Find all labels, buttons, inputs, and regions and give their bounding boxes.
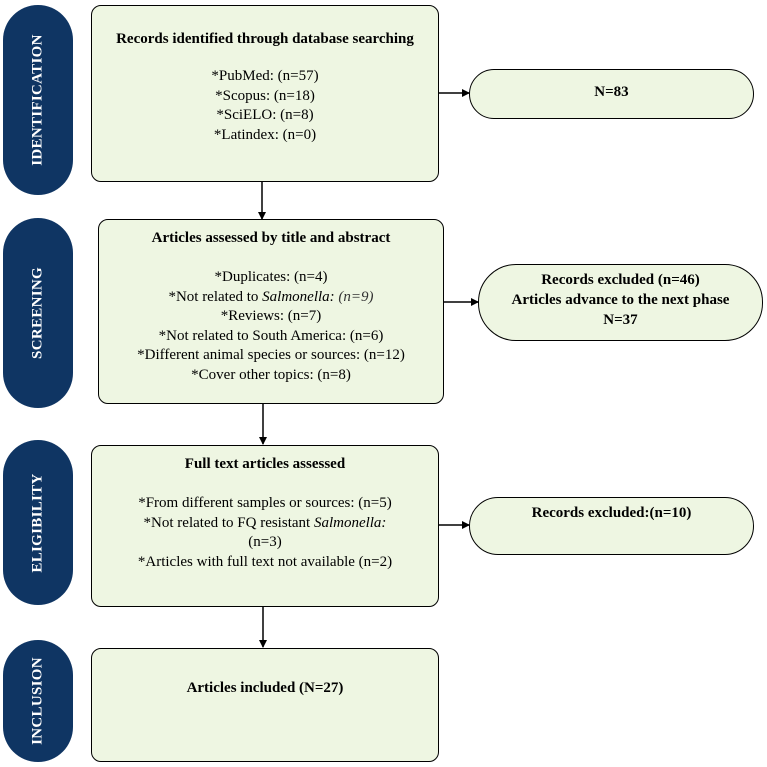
source-latindex: *Latindex: (n=0) (213, 126, 317, 143)
exclusion-not-fq-prefix: *Not related to FQ resistant (143, 514, 314, 531)
source-scopus: *Scopus: (n=18) (215, 87, 315, 104)
identification-result: N=83 (469, 69, 754, 119)
identification-box: Records identified through database sear… (91, 5, 439, 182)
exclusion-reviews: *Reviews: (n=7) (220, 308, 322, 324)
phase-identification: IDENTIFICATION (3, 5, 73, 195)
exclusion-not-fq-count: (n=3) (248, 534, 282, 550)
phase-eligibility: ELIGIBILITY (3, 440, 73, 605)
exclusion-not-salmonella: *Not related to Salmonella: (n=9) (99, 288, 443, 308)
exclusion-species: *Different animal species or sources: (n… (137, 347, 405, 363)
inclusion-title: Articles included (N=27) (186, 680, 344, 696)
exclusion-other-topics: *Cover other topics: (n=8) (191, 366, 351, 383)
phase-inclusion: INCLUSION (3, 640, 73, 762)
salmonella-term-fq: Salmonella: (313, 514, 387, 531)
exclusion-south-america: *Not related to South America: (n=6) (158, 327, 384, 344)
screening-title: Articles assessed by title and abstract (151, 230, 391, 246)
exclusion-different-samples: *From different samples or sources: (n=5… (138, 495, 392, 511)
exclusion-not-salmonella-count: (n=9) (334, 288, 374, 305)
eligibility-result-text: Records excluded:(n=10) (531, 505, 692, 521)
screening-result-excluded: Records excluded (n=46) (541, 272, 700, 288)
source-pubmed: *PubMed: (n=57) (211, 68, 319, 84)
exclusion-not-salmonella-prefix: *Not related to (168, 288, 263, 305)
inclusion-box: Articles included (N=27) (91, 648, 439, 762)
eligibility-result: Records excluded:(n=10) (469, 497, 754, 555)
exclusion-text-not-available: *Articles with full text not available (… (137, 553, 393, 570)
exclusion-duplicates: *Duplicates: (n=4) (214, 269, 328, 285)
source-scielo: *SciELO: (n=8) (216, 107, 314, 123)
screening-box: Articles assessed by title and abstract … (98, 219, 444, 404)
eligibility-box: Full text articles assessed *From differ… (91, 445, 439, 607)
screening-result: Records excluded (n=46) Articles advance… (478, 264, 763, 341)
exclusion-not-fq-resistant: *Not related to FQ resistant Salmonella: (92, 514, 438, 534)
identification-title: Records identified through database sear… (116, 31, 414, 47)
screening-result-advance: Articles advance to the next phase (511, 292, 730, 308)
eligibility-title: Full text articles assessed (184, 456, 346, 472)
identification-result-text: N=83 (594, 84, 629, 100)
salmonella-term: Salmonella: (262, 288, 335, 305)
screening-result-count: N=37 (603, 312, 638, 328)
phase-screening: SCREENING (3, 218, 73, 408)
